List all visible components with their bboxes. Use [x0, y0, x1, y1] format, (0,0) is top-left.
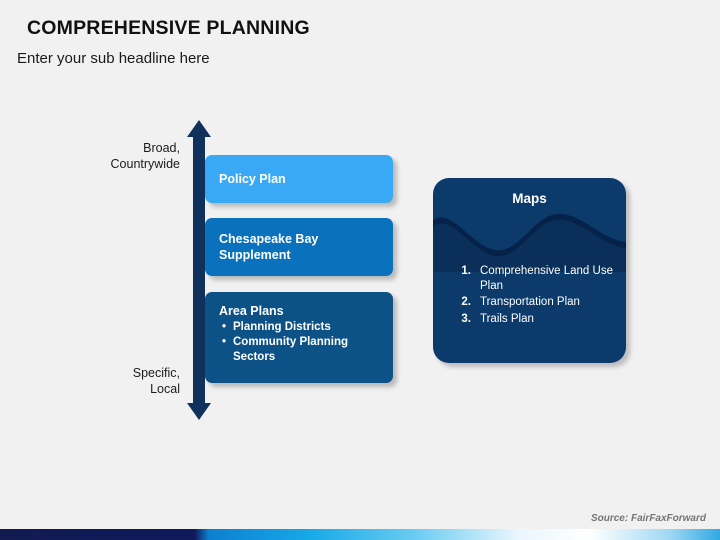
list-item-label: Transportation Plan: [480, 296, 580, 308]
axis-label-bottom-line2: Local: [150, 382, 180, 396]
axis-label-top-line1: Broad,: [143, 141, 180, 155]
axis-label-bottom-line1: Specific,: [132, 366, 180, 380]
tier-box-area-plans[interactable]: Area Plans Planning Districts Community …: [205, 292, 393, 383]
list-item: Community Planning Sectors: [222, 335, 379, 365]
list-item-label: Comprehensive Land Use Plan: [480, 265, 613, 292]
footer-accent-bar: [0, 529, 720, 540]
axis-label-bottom: Specific, Local: [60, 365, 180, 397]
axis-label-top: Broad, Countrywide: [60, 140, 180, 172]
tier-title: Chesapeake Bay Supplement: [219, 232, 319, 262]
list-item: Planning Districts: [222, 320, 379, 335]
source-note: Source: FairFaxForward: [590, 513, 706, 524]
tier-box-chesapeake-bay-supplement[interactable]: Chesapeake Bay Supplement: [205, 218, 393, 276]
axis-label-top-line2: Countrywide: [110, 157, 180, 171]
list-item-label: Trails Plan: [480, 312, 534, 325]
tier-bullet-list: Planning Districts Community Planning Se…: [219, 320, 379, 365]
list-item-number: 3.: [461, 312, 471, 325]
maps-card-title: Maps: [512, 191, 547, 206]
list-item: 2. Transportation Plan: [451, 295, 621, 310]
page-subtitle: Enter your sub headline here: [17, 50, 210, 67]
list-item-number: 2.: [461, 296, 471, 308]
tier-box-policy-plan[interactable]: Policy Plan: [205, 155, 393, 203]
maps-card-list: 1. Comprehensive Land Use Plan 2. Transpor…: [451, 264, 621, 328]
page-title: COMPREHENSIVE PLANNING: [27, 17, 310, 39]
list-item: 3. Trails Plan: [451, 312, 621, 327]
list-item: 1. Comprehensive Land Use Plan: [451, 264, 621, 293]
tier-title: Area Plans: [219, 304, 284, 318]
maps-card[interactable]: Maps 1. Comprehensive Land Use Plan 2. Tra…: [433, 178, 626, 363]
tier-title: Policy Plan: [219, 172, 286, 186]
wave-divider-icon: [433, 213, 626, 272]
list-item-number: 1.: [461, 265, 471, 277]
